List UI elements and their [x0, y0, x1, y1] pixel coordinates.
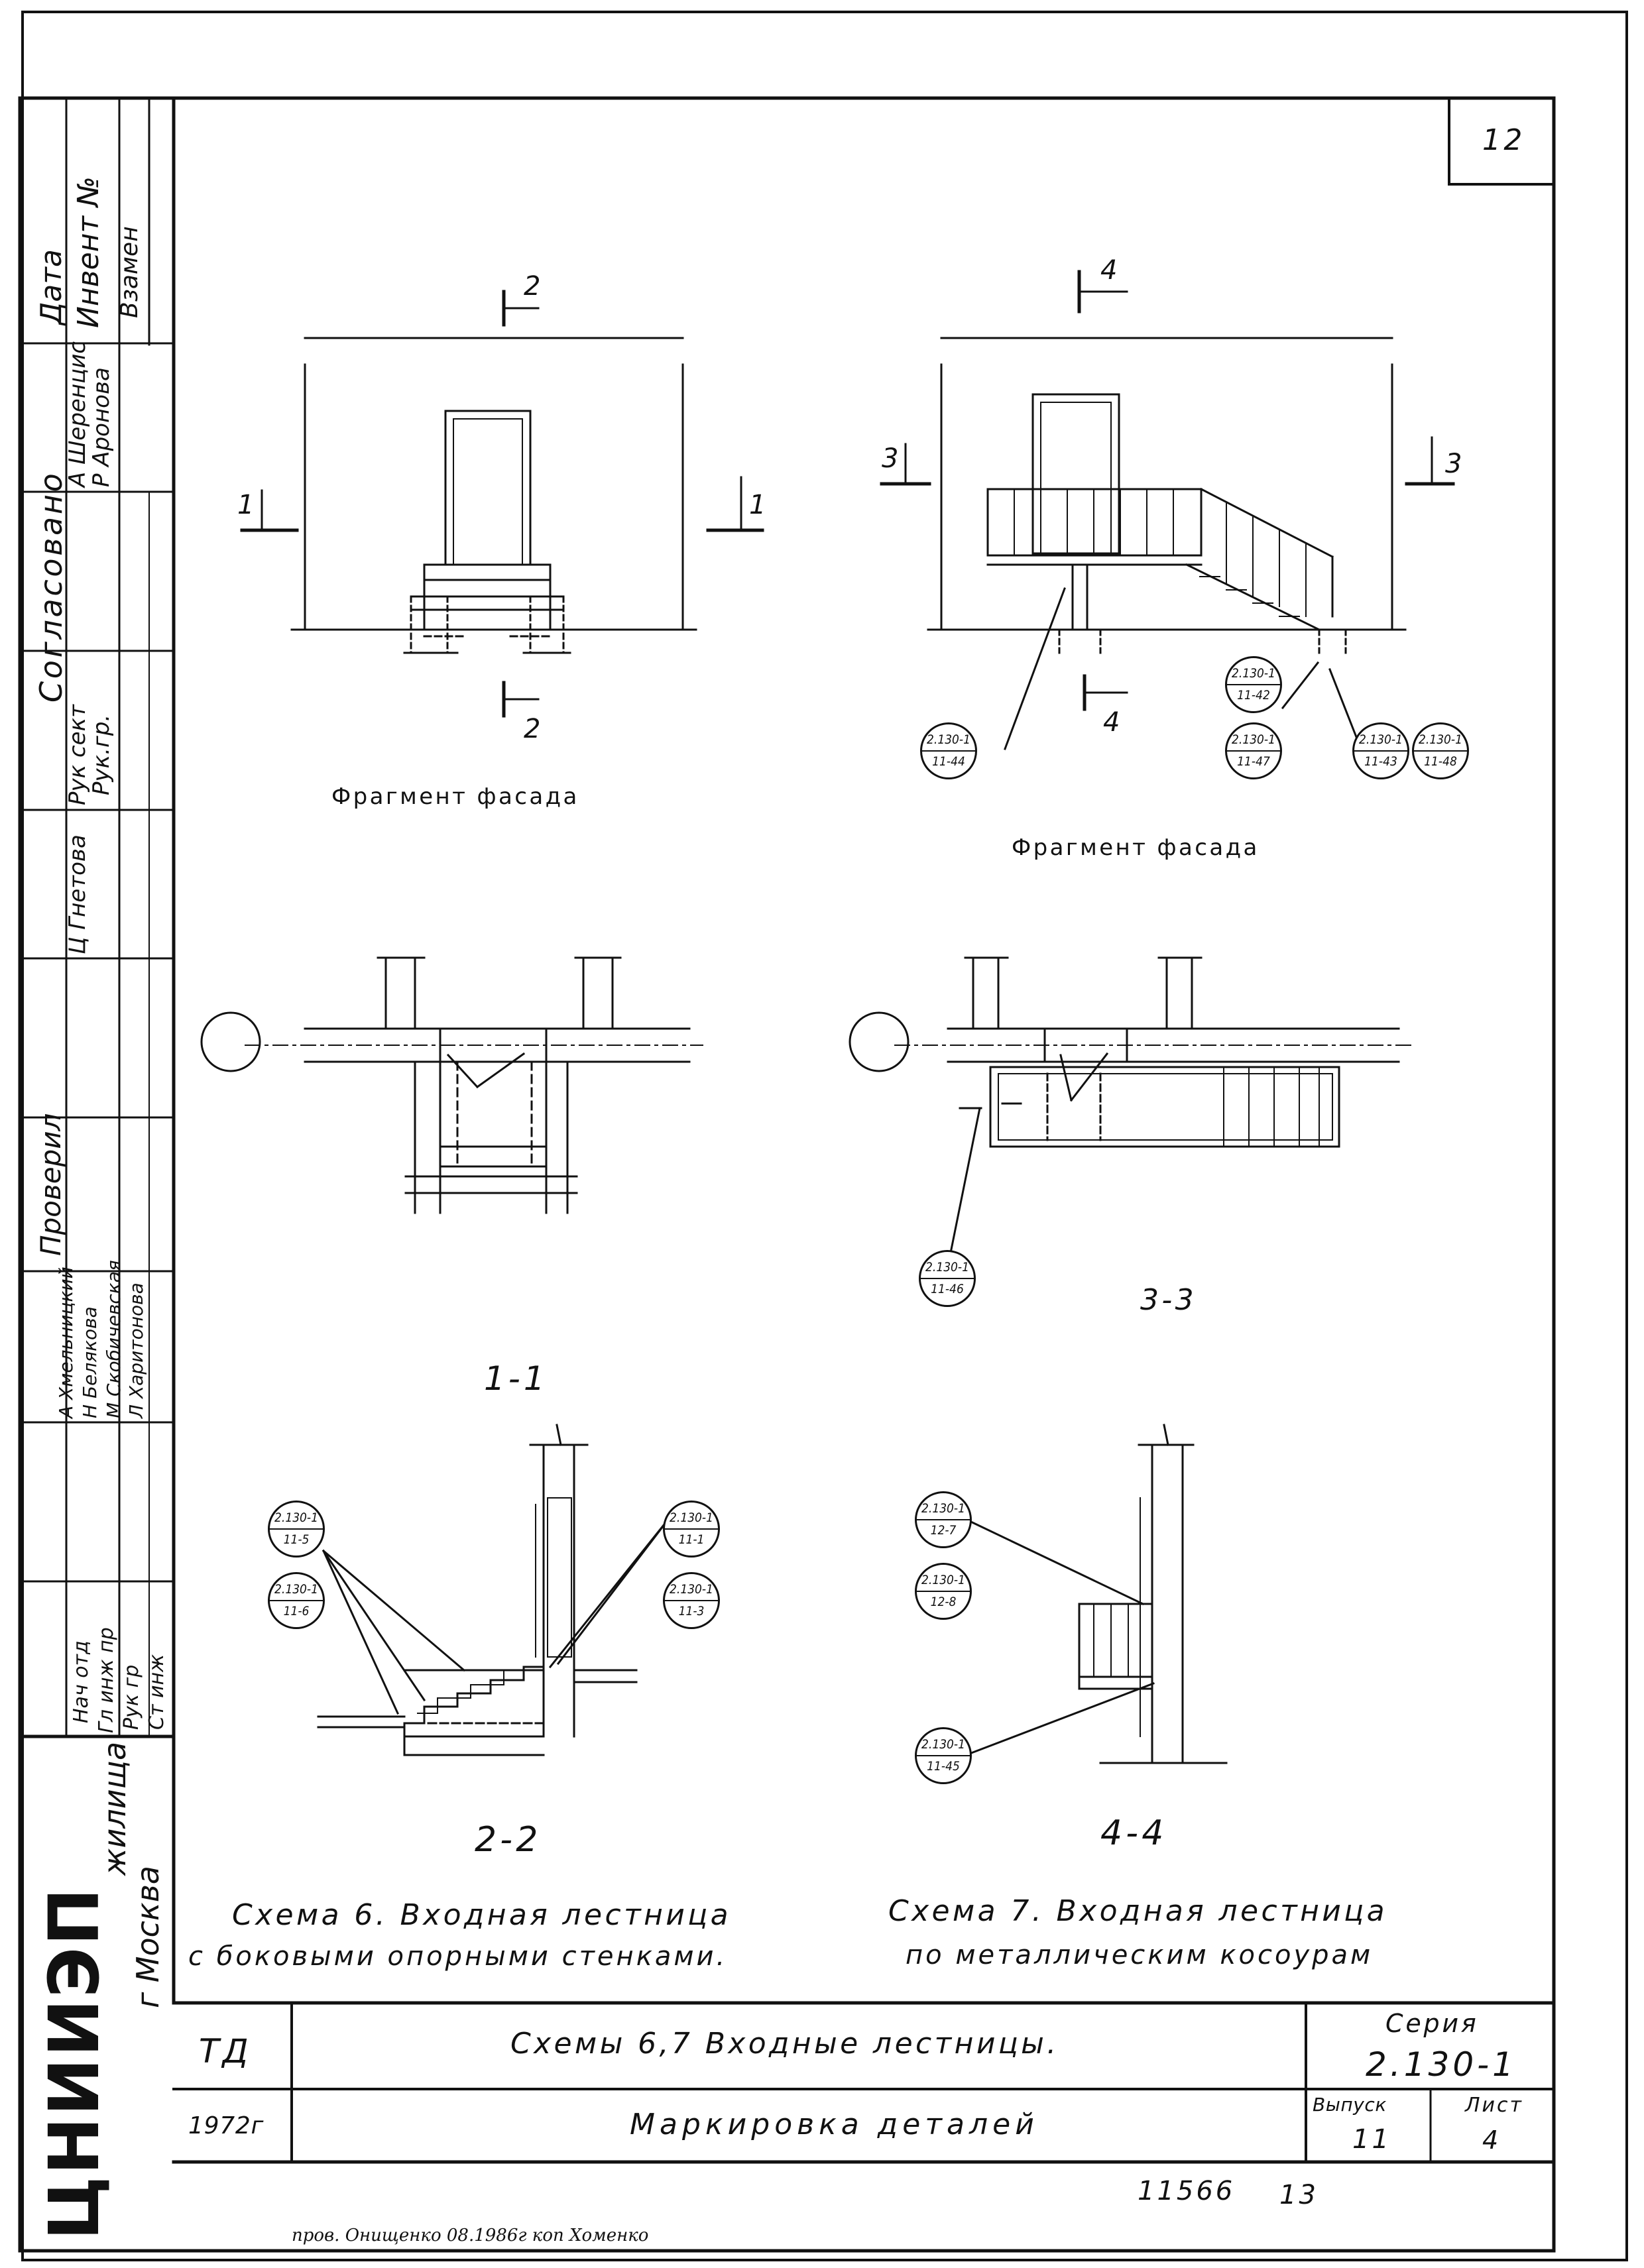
series-label: Серия	[1385, 2009, 1479, 2038]
section-3-3	[849, 956, 1413, 1267]
strip-name-sherentsis: А Шеренцис	[64, 341, 91, 487]
footer-number-1: 11566	[1138, 2176, 1236, 2206]
cut-mark-4-bottom: 4	[1103, 707, 1123, 738]
strip-inventory-label: Инвент №	[72, 176, 105, 328]
issue-value: 11	[1352, 2124, 1391, 2155]
cut-mark-1-left: 1	[237, 490, 257, 520]
strip-agreed-label: Согласовано	[33, 471, 69, 703]
handwritten-signature-note: пров. Онищенко 08.1986г коп Хоменко	[292, 2226, 649, 2245]
cut-mark-2-bottom: 2	[524, 714, 544, 744]
strip-name-skobichevskaya: М Скобичевская	[103, 1260, 125, 1418]
title-block-year: 1972г	[188, 2112, 264, 2139]
org-subtitle: жилища	[97, 1741, 133, 1876]
strip-replaces-label: Взамен	[116, 226, 143, 318]
issue-label: Выпуск	[1313, 2094, 1387, 2116]
strip-date-label: Дата	[34, 249, 68, 325]
section-2-2-label: 2-2	[475, 1820, 542, 1860]
strip-name-belyakova: Н Белякова	[79, 1306, 101, 1418]
strip-head-dept: Нач отд	[70, 1640, 93, 1723]
scheme7-caption-line1: Схема 7. Входная лестница	[888, 1894, 1387, 1928]
strip-name-aronova: Р Аронова	[88, 367, 115, 487]
section-3-3-label: 3-3	[1140, 1283, 1197, 1317]
org-logo: ЦНИИЭП	[34, 1886, 115, 2240]
strip-senior-engineer: Ст инж	[145, 1654, 168, 1730]
section-2-2	[317, 1424, 672, 1756]
sheet-number: 12	[1482, 123, 1525, 157]
strip-name-kharitonova: Л Харитонова	[125, 1282, 147, 1418]
cut-mark-2-top: 2	[524, 271, 544, 302]
strip-name-khmelnitsky: А Хмельницкий	[55, 1267, 77, 1418]
title-block-code: ТД	[199, 2032, 252, 2070]
series-value: 2.130-1	[1366, 2045, 1517, 2084]
scheme6-caption-line1: Схема 6. Входная лестница	[232, 1898, 731, 1932]
strip-group-head-2: Рук.гр.	[88, 714, 115, 795]
title-line-1: Схемы 6,7 Входные лестницы.	[510, 2027, 1059, 2061]
title-line-2: Маркировка деталей	[630, 2108, 1039, 2141]
scheme7-caption-line2: по металлическим косоурам	[906, 1940, 1374, 1970]
facade-left	[240, 290, 764, 718]
strip-checked-label: Проверил	[34, 1113, 67, 1256]
facade-right-caption: Фрагмент фасада	[1012, 834, 1260, 861]
strip-name-gnetova: Ц Гнетова	[64, 834, 91, 954]
sheet-label: Лист	[1465, 2094, 1524, 2117]
strip-head-sector: Рук сект	[64, 705, 91, 805]
scheme6-caption-line2: с боковыми опорными стенками.	[188, 1941, 728, 1972]
section-1-1	[200, 956, 703, 1214]
sheet-value: 4	[1482, 2126, 1501, 2155]
cut-mark-4-top: 4	[1100, 255, 1120, 286]
strip-chief-engineer: Гл инж пр	[95, 1627, 118, 1733]
section-4-4	[961, 1424, 1228, 1764]
facade-right	[880, 270, 1455, 750]
org-city: г Москва	[130, 1866, 166, 2008]
strip-group-head: Рук гр	[120, 1664, 143, 1730]
footer-number-2: 13	[1279, 2180, 1319, 2210]
cut-mark-3-left: 3	[882, 443, 902, 474]
cut-mark-1-right: 1	[749, 490, 769, 520]
facade-left-caption: Фрагмент фасада	[331, 783, 579, 810]
section-4-4-label: 4-4	[1100, 1813, 1167, 1853]
section-1-1-label: 1-1	[484, 1359, 548, 1398]
cut-mark-3-right: 3	[1445, 449, 1465, 479]
